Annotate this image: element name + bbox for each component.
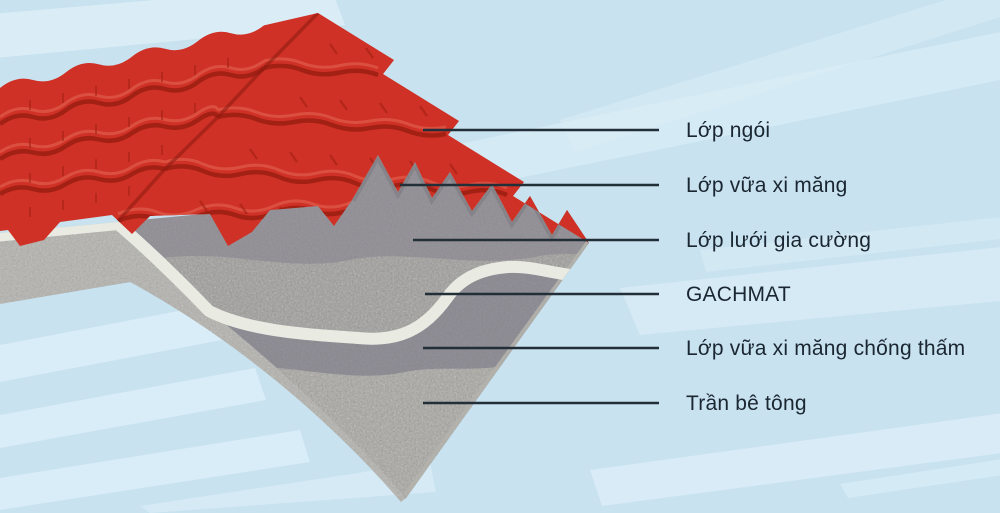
white-band-group (0, 218, 589, 345)
white-screed-band (0, 218, 589, 345)
label-lop-luoi-gia-cuong: Lớp lưới gia cường (686, 229, 872, 252)
label-lop-ngoi: Lớp ngói (686, 119, 771, 142)
label-lop-vua-xi-mang-chong-tham: Lớp vữa xi măng chống thấm (686, 337, 966, 360)
slab-side-face (0, 222, 406, 502)
hip-line (116, 13, 320, 223)
label-tran-be-tong: Trần bê tông (686, 392, 807, 415)
tile-roof (0, 13, 589, 246)
label-lop-vua-xi-mang: Lớp vữa xi măng (686, 174, 848, 197)
leader-lines (400, 128, 659, 405)
label-gachmat: GACHMAT (686, 283, 791, 306)
